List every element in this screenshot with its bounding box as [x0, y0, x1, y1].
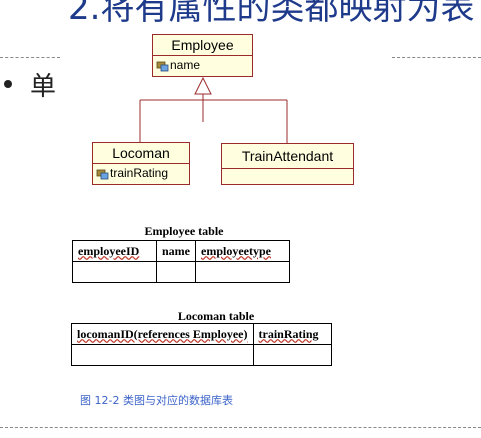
divider-top-left — [0, 57, 60, 58]
attribute-icon — [96, 169, 109, 180]
employee-table: employeeID name employeetype — [72, 240, 290, 283]
class-employee: Employee name — [152, 34, 253, 77]
generalization-arrow-icon — [194, 76, 212, 95]
table-cell — [71, 344, 254, 366]
class-locoman-attribute: trainRating — [93, 164, 189, 182]
table-row — [71, 344, 332, 366]
column-header: employeeID — [72, 240, 157, 262]
locoman-table-caption: Locoman table — [177, 309, 255, 323]
bullet-dot — [4, 80, 12, 88]
table-header-row: locomanID(references Employee) trainRati… — [71, 323, 332, 345]
slide-title: 2.将有属性的类都映射为表 — [68, 0, 475, 28]
table-row — [72, 261, 290, 283]
figure-caption: 图 12-2 类图与对应的数据库表 — [80, 394, 233, 407]
attribute-name: trainRating — [110, 166, 169, 180]
table-cell — [72, 261, 157, 283]
table-cell — [195, 261, 290, 283]
column-header: name — [156, 240, 196, 262]
class-employee-attribute: name — [153, 56, 252, 74]
attribute-icon — [156, 61, 169, 72]
class-locoman: Locoman trainRating — [92, 142, 190, 185]
divider-bottom — [0, 427, 481, 428]
locoman-table: locomanID(references Employee) trainRati… — [71, 323, 332, 366]
class-trainattendant: TrainAttendant — [221, 143, 354, 185]
column-header: trainRating — [252, 323, 332, 345]
bullet-text: 单 — [30, 72, 57, 102]
table-cell — [252, 344, 332, 366]
divider-top-right — [392, 57, 481, 58]
column-header: locomanID(references Employee) — [71, 323, 254, 345]
table-header-row: employeeID name employeetype — [72, 240, 290, 262]
class-locoman-name: Locoman — [93, 143, 189, 164]
class-employee-name: Employee — [153, 35, 252, 56]
class-trainattendant-name: TrainAttendant — [222, 144, 353, 169]
employee-table-caption: Employee table — [144, 224, 224, 238]
attribute-name: name — [170, 58, 201, 72]
table-cell — [156, 261, 196, 283]
column-header: employeetype — [195, 240, 290, 262]
